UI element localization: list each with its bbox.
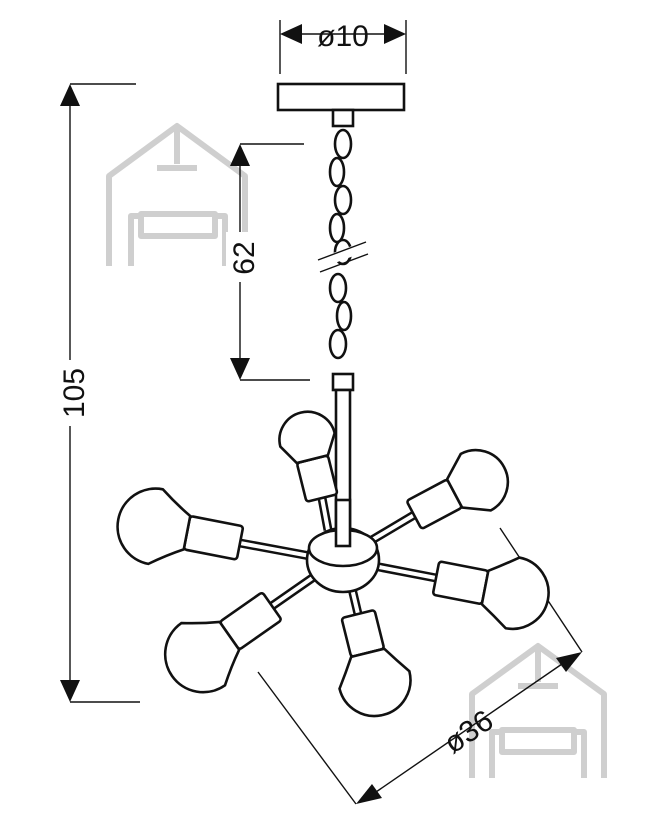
total-height-label: 105: [58, 368, 91, 418]
arrowhead: [230, 144, 250, 166]
arrowhead: [230, 358, 250, 380]
bulb-arm-lower-left: [163, 570, 321, 694]
house-sofa-watermark-icon: [469, 643, 607, 778]
bulb-arm-bottom: [338, 578, 412, 718]
central-rod-top: [334, 498, 352, 548]
chain-length-label: 62: [228, 241, 261, 274]
arrowhead: [556, 652, 582, 672]
total-height-dimension: 105: [55, 83, 140, 703]
arrowhead: [60, 84, 80, 106]
canopy-diameter-dimension: ø10: [279, 20, 407, 74]
arrowhead: [60, 680, 80, 702]
arrowhead: [384, 24, 406, 44]
arrowhead: [280, 24, 302, 44]
bulb-arm-left: [116, 487, 311, 566]
chain: [316, 128, 369, 392]
arrowhead: [356, 784, 382, 804]
central-hub: [305, 526, 381, 594]
house-sofa-watermark-icon: [106, 123, 248, 266]
chain-length-dimension: 62: [226, 143, 310, 381]
canopy: [276, 82, 406, 128]
bulb-arm-right: [373, 556, 550, 631]
canopy-diameter-label: ø10: [317, 20, 369, 53]
bulb-arm-upper-right: [369, 448, 510, 544]
bulb-arm-upper-back: [278, 410, 339, 531]
